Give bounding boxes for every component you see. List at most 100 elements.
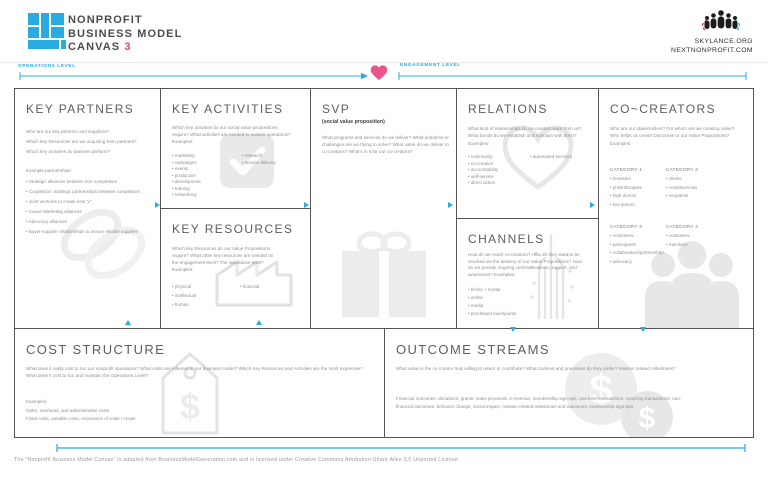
- category-label: CATEGORY 3: [610, 224, 643, 229]
- key-activities-bullets-col1: marketingcampaignseventsproductiondevelo…: [172, 153, 242, 199]
- divider-arrow-down-icon: [640, 327, 646, 332]
- bottom-scale-line-icon: [56, 444, 746, 452]
- key-resources-intro: Which key Resources do our Value Proposi…: [172, 246, 274, 272]
- list-item: accountability: [468, 167, 530, 174]
- list-item: recipients: [666, 192, 742, 201]
- list-item: purchased touchpoints: [468, 310, 587, 318]
- list-item: customers: [666, 232, 742, 241]
- list-item: physical: [172, 282, 240, 291]
- channels-intro: How do we reach co-creators? How do they…: [468, 252, 582, 277]
- list-item: participants: [610, 241, 666, 250]
- section-title: KEY PARTNERS: [26, 102, 135, 116]
- skylance-people-logo-icon: [701, 10, 741, 31]
- relations-bullets-col1: communityco-creationaccountabilityself-s…: [468, 154, 530, 187]
- key-activities-section: KEY ACTIVITIES Which key activities do o…: [161, 89, 311, 209]
- list-item: co-creation: [468, 161, 530, 168]
- section-title: CO~CREATORS: [610, 102, 716, 116]
- examples-label: Examples:: [610, 141, 632, 146]
- category-bullets: volunteersparticipantscollaborators/part…: [610, 232, 666, 266]
- section-title: CHANNELS: [468, 232, 545, 246]
- heart-icon: [370, 65, 388, 81]
- key-resources-bullets-col2: financial: [240, 282, 260, 309]
- header-divider: [0, 62, 768, 63]
- section-title: OUTCOME STREAMS: [396, 342, 550, 357]
- list-item: Cause Marketing alliances: [26, 207, 149, 217]
- relations-bullets-col2: automated services: [530, 154, 572, 187]
- section-title: RELATIONS: [468, 102, 548, 116]
- list-item: low donors: [610, 201, 666, 210]
- key-resources-bullets-col1: physicalintellectualhuman: [172, 282, 240, 309]
- co-creators-section: CO~CREATORS Who are our stakeholders? Fo…: [599, 89, 753, 328]
- operations-level-arrow-icon: [19, 72, 368, 80]
- svp-subtitle: (social value proposition): [322, 119, 385, 125]
- list-item: online: [468, 294, 587, 302]
- divider-arrow-icon: [304, 202, 309, 208]
- list-item: volunteers: [610, 232, 666, 241]
- list-item: Which key Resources are we acquiring fro…: [26, 139, 137, 144]
- key-partners-section: KEY PARTNERS Who are our key partners an…: [15, 89, 161, 328]
- relations-intro: What kind of relationships do co-creator…: [468, 126, 582, 138]
- gift-icon: [342, 231, 426, 317]
- list-item: Coopetition: strategic partnerships betw…: [26, 187, 149, 197]
- list-item: clients: [666, 175, 742, 184]
- list-item: Buyer-supplier relationships to assure r…: [26, 227, 149, 237]
- channels-bullets: bricks + mortaronlinemediapurchased touc…: [468, 286, 587, 318]
- category-3: CATEGORY 3 volunteersparticipantscollabo…: [610, 224, 666, 266]
- examples-label: Example partnerships:: [26, 168, 72, 173]
- engagement-level-arrow-icon: [398, 72, 747, 80]
- list-item: high donors: [610, 192, 666, 201]
- list-item: community: [468, 154, 530, 161]
- co-creators-intro: Who are our stakeholders? For whom are w…: [610, 126, 735, 138]
- category-label: CATEGORY 2: [666, 167, 699, 172]
- key-partners-questions: Who are our key partners and suppliers? W…: [26, 127, 149, 157]
- list-item: members: [666, 241, 742, 250]
- examples-label: Examples:: [468, 141, 490, 146]
- section-title: KEY RESOURCES: [172, 222, 294, 236]
- co-creators-people-icon: [645, 241, 739, 328]
- category-bullets: customersmembers: [666, 232, 742, 249]
- brand-nextnonprofit: NEXTNONPROFIT.COM: [671, 47, 753, 54]
- list-item: media: [468, 302, 587, 310]
- page-title: NONPROFIT BUSINESS MODEL CANVAS 3: [68, 14, 182, 55]
- key-activities-intro: Which key activities do our social value…: [172, 125, 291, 144]
- list-item: Advocacy alliances: [26, 217, 149, 227]
- divider-arrow-up-icon: [256, 320, 262, 325]
- list-item: events: [172, 166, 242, 173]
- brand-skylance: SKYLANCE.ORG: [694, 38, 753, 45]
- outcome-streams-section: $ $ OUTCOME STREAMS What value is the co…: [385, 328, 753, 437]
- svg-text:$: $: [180, 386, 200, 427]
- list-item: philanthropists: [610, 184, 666, 193]
- price-tag-icon: $: [161, 352, 219, 435]
- canvas-grid: KEY PARTNERS Who are our key partners an…: [14, 88, 754, 438]
- channels-section: CHANNELS How do we reach co-creators? Ho…: [457, 219, 599, 328]
- cost-structure-examples: OpEx, overhead, and administrative costs…: [26, 407, 373, 423]
- outcome-streams-intro: What value is the co-creator truly willi…: [396, 366, 676, 371]
- divider-arrow-icon: [155, 202, 160, 208]
- divider-arrow-up-icon: [125, 320, 131, 325]
- list-item: production: [172, 173, 242, 180]
- cost-structure-intro: What does it really cost to run our nonp…: [26, 366, 364, 378]
- category-bullets: clientsconstituenciesrecipients: [666, 175, 742, 201]
- list-item: marketing: [172, 153, 242, 160]
- svg-text:$: $: [589, 366, 612, 413]
- key-activities-bullets-col2: researchservice delivery: [242, 153, 276, 199]
- license-text: The "Nonprofit Business Model Canvas" is…: [14, 457, 460, 463]
- category-1: CATEGORY 1 investorsphilanthropistshigh …: [610, 167, 666, 209]
- divider-arrow-icon: [448, 202, 453, 208]
- list-item: development: [172, 179, 242, 186]
- title-line-2: BUSINESS MODEL: [68, 27, 183, 40]
- category-label: CATEGORY 1: [610, 167, 643, 172]
- list-item: intellectual: [172, 291, 240, 300]
- list-item: bricks + mortar: [468, 286, 587, 294]
- section-title: COST STRUCTURE: [26, 342, 166, 357]
- list-item: Who are our key partners and suppliers?: [26, 129, 109, 134]
- list-item: training: [172, 186, 242, 193]
- category-bullets: investorsphilanthropistshigh donorslow d…: [610, 175, 666, 209]
- list-item: research: [242, 153, 276, 160]
- version-badge: 3: [124, 41, 132, 53]
- list-item: human: [172, 300, 240, 309]
- title-line-3: CANVAS 3: [68, 41, 132, 53]
- dollar-circles-icon: $ $: [565, 353, 673, 437]
- outcome-streams-examples: Financial outcomes: donations, grants, s…: [396, 396, 682, 409]
